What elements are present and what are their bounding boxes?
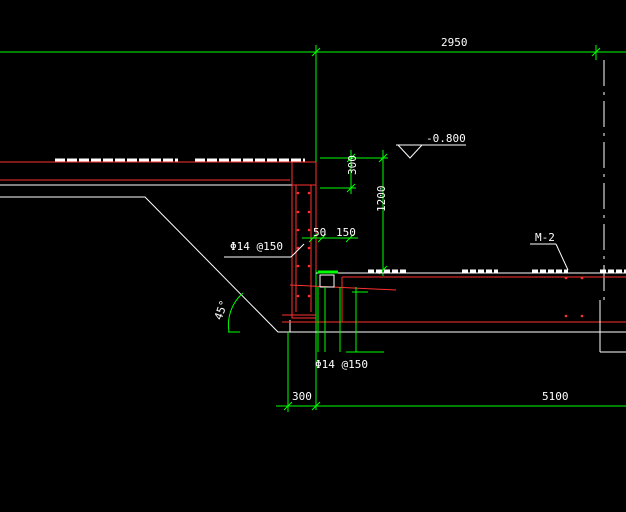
bottom-slab xyxy=(316,269,626,353)
slope-angle-mark xyxy=(227,292,244,333)
bottom-rebar-label: Φ14 @150 xyxy=(315,358,368,371)
dim-top-span-label: 2950 xyxy=(441,36,468,49)
elevation-marker xyxy=(396,144,466,159)
wall-rebar-label: Φ14 @150 xyxy=(230,240,283,253)
excavation-outline xyxy=(0,196,626,333)
retaining-wall xyxy=(282,162,626,323)
dim-bottom-300-label: 300 xyxy=(292,390,312,403)
footing-rebar xyxy=(317,287,384,353)
slope-angle-label: 45° xyxy=(212,299,231,322)
bottom-dimension xyxy=(276,332,626,412)
left-slab xyxy=(0,158,316,186)
elevation-label: -0.800 xyxy=(426,132,466,145)
dim-gap-50-label: 50 xyxy=(313,226,326,239)
wall-rebar-leader xyxy=(224,243,305,258)
step-dimensions xyxy=(302,150,388,276)
dim-slab-step-label: 300 xyxy=(346,155,359,175)
m2-leader xyxy=(530,243,569,271)
m2-label: M-2 xyxy=(535,231,555,244)
dim-wall-height-label: 1200 xyxy=(375,186,388,213)
dim-gap-150-label: 150 xyxy=(336,226,356,239)
dim-bottom-span-label: 5100 xyxy=(542,390,569,403)
